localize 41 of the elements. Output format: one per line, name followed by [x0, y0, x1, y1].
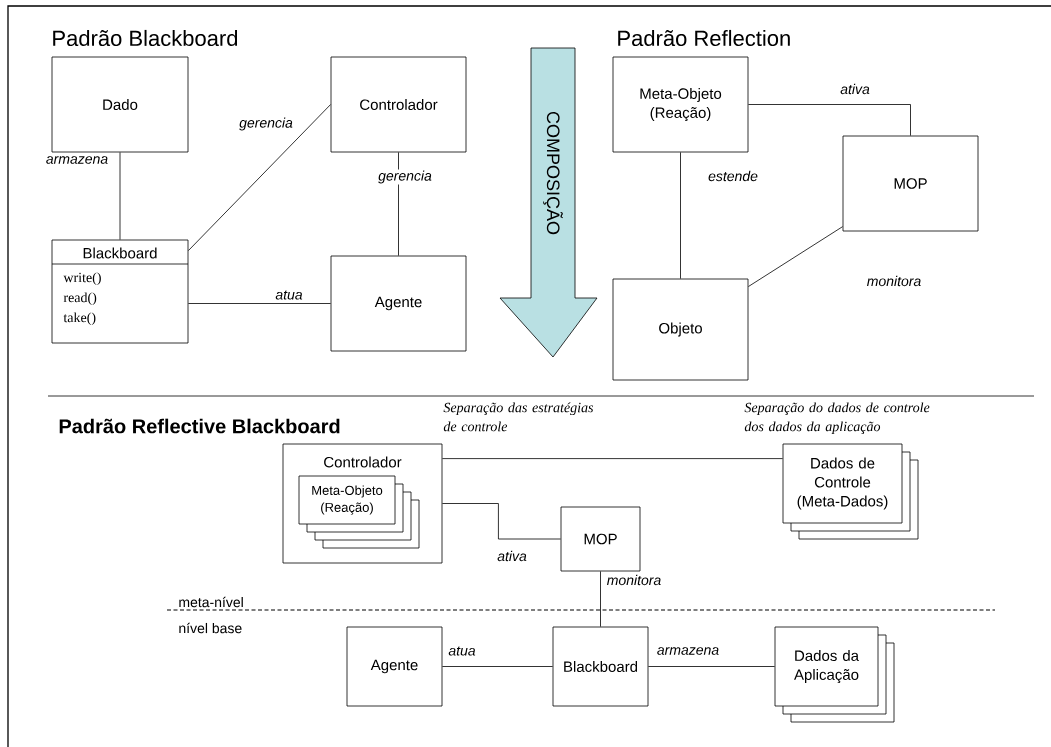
- class-box: MOP: [560, 506, 641, 572]
- connector-line: [188, 104, 331, 251]
- level-label: meta-nível: [179, 596, 243, 608]
- connector-line: [748, 104, 911, 136]
- section-heading: Padrão Reflective Blackboard: [59, 418, 340, 434]
- edge-label: estende: [707, 169, 759, 183]
- edge-label: armazena: [655, 646, 721, 656]
- class-box: Blackboard write() read() take(): [51, 239, 189, 344]
- edge-label: monitora: [605, 573, 663, 587]
- level-label: nível base: [179, 622, 242, 634]
- class-box: Dado: [51, 56, 189, 153]
- edge-label: gerencia: [238, 116, 294, 132]
- class-box: MOP: [842, 135, 979, 232]
- connector-line: [119, 152, 121, 240]
- class-box: Blackboard: [552, 626, 649, 707]
- class-box: Agente: [330, 255, 467, 352]
- edge-label: armazena: [44, 155, 110, 165]
- connector-line: [748, 226, 843, 287]
- stacked-boxes: Dados da Aplicação: [774, 626, 895, 723]
- edge-label: gerencia: [377, 169, 433, 185]
- stacked-boxes: Meta-Objeto (Reação): [298, 475, 420, 549]
- stacked-boxes: Dados de Controle (Meta-Dados): [782, 443, 919, 540]
- annotation-text: Separação do dados de controle dos dados da aplicação: [744, 402, 930, 435]
- annotation-text: Separação das estratégias de controle: [443, 402, 594, 432]
- edge-label: monitora: [865, 274, 923, 288]
- connector-line: [442, 666, 553, 667]
- connector-line: [648, 666, 775, 667]
- class-box: Meta-Objeto (Reação): [612, 56, 749, 153]
- class-box: Objeto: [612, 278, 749, 381]
- edge-label: ativa: [839, 82, 871, 96]
- class-box: Controlador: [330, 56, 467, 153]
- edge-label: atua: [447, 645, 477, 657]
- connector-line: [442, 503, 561, 540]
- connector-line: [600, 571, 601, 627]
- connector-line: [680, 152, 681, 279]
- edge-label: ativa: [496, 549, 528, 563]
- section-heading: Padrão Reflection: [618, 29, 790, 47]
- connector-line: [188, 303, 331, 304]
- connector-line: [442, 458, 783, 459]
- class-box: Agente: [346, 626, 443, 707]
- edge-label: atua: [274, 289, 304, 301]
